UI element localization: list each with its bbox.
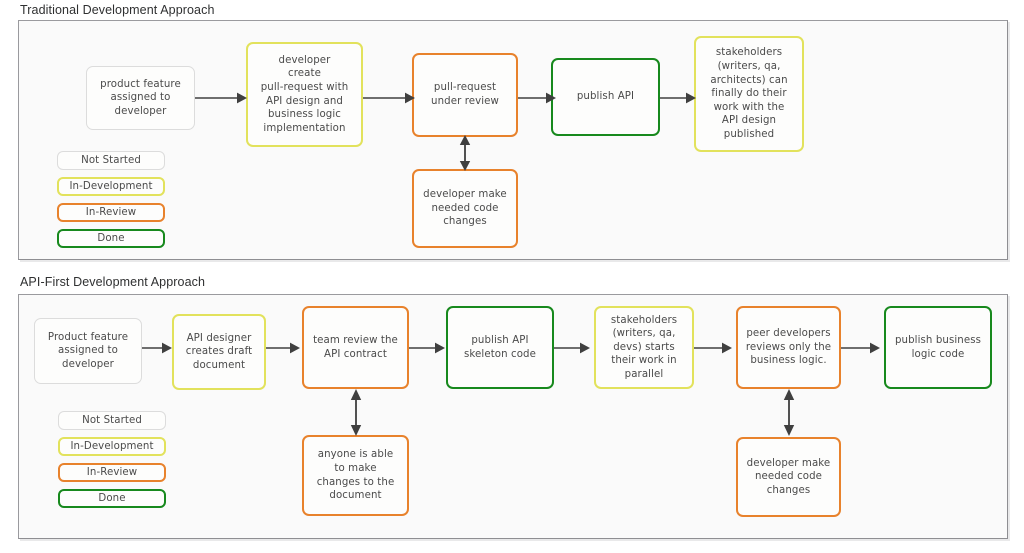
node-developer-create-pull-request[interactable]: developer create pull-request with API d… — [246, 42, 363, 147]
node-label: developer make needed code changes — [423, 189, 507, 228]
section-title-traditional: Traditional Development Approach — [20, 3, 215, 17]
node-developer-make-code-changes[interactable]: developer make needed code changes — [412, 169, 518, 248]
node-label: pull-request under review — [431, 82, 499, 107]
legend-item-label: Done — [97, 233, 125, 244]
node-pull-request-under-review[interactable]: pull-request under review — [412, 53, 518, 137]
section-api-first-development: API-First Development Approach Product f… — [0, 272, 1024, 553]
node-api-designer-creates-draft[interactable]: API designer creates draft document — [172, 314, 266, 390]
legend-item-label: Not Started — [81, 155, 141, 166]
node-label: stakeholders (writers, qa, devs) starts … — [610, 314, 678, 380]
node-label: stakeholders (writers, qa, architects) c… — [710, 47, 788, 140]
node-label: developer create pull-request with API d… — [260, 54, 349, 134]
legend-item-in-development: In-Development — [58, 437, 166, 456]
legend-traditional: Not Started In-Development In-Review Don… — [57, 151, 165, 248]
legend-item-not-started: Not Started — [57, 151, 165, 170]
legend-item-label: In-Development — [70, 441, 154, 452]
node-anyone-change-document[interactable]: anyone is able to make changes to the do… — [302, 435, 409, 516]
node-publish-business-logic-code[interactable]: publish business logic code — [884, 306, 992, 389]
node-label: API designer creates draft document — [185, 332, 253, 371]
legend-item-label: In-Review — [85, 207, 137, 218]
node-label: publish API — [576, 91, 635, 103]
legend-item-label: In-Review — [86, 467, 138, 478]
node-label: peer developers reviews only the busines… — [745, 328, 832, 367]
node-stakeholders-parallel-work[interactable]: stakeholders (writers, qa, devs) starts … — [594, 306, 694, 389]
node-stakeholders-api-design-published[interactable]: stakeholders (writers, qa, architects) c… — [694, 36, 804, 152]
legend-item-label: Done — [98, 493, 126, 504]
section-traditional-development: Traditional Development Approach product… — [0, 0, 1024, 272]
node-product-feature-assigned[interactable]: product feature assigned to developer — [86, 66, 195, 130]
legend-item-in-development: In-Development — [57, 177, 165, 196]
node-label: publish API skeleton code — [463, 334, 536, 360]
legend-item-in-review: In-Review — [58, 463, 166, 482]
node-developer-make-code-changes[interactable]: developer make needed code changes — [736, 437, 841, 517]
node-label: publish business logic code — [894, 334, 982, 360]
legend-item-label: In-Development — [69, 181, 153, 192]
legend-item-done: Done — [57, 229, 165, 248]
node-peer-developers-review-business-logic[interactable]: peer developers reviews only the busines… — [736, 306, 841, 389]
node-label: Product feature assigned to developer — [47, 331, 129, 370]
section-title-apifirst: API-First Development Approach — [20, 275, 206, 289]
node-product-feature-assigned[interactable]: Product feature assigned to developer — [34, 318, 142, 384]
node-label: team review the API contract — [313, 334, 398, 360]
legend-item-label: Not Started — [82, 415, 142, 426]
node-team-review-api-contract[interactable]: team review the API contract — [302, 306, 409, 389]
node-label: anyone is able to make changes to the do… — [316, 449, 395, 502]
node-publish-api-skeleton-code[interactable]: publish API skeleton code — [446, 306, 554, 389]
legend-apifirst: Not Started In-Development In-Review Don… — [58, 411, 166, 508]
legend-item-done: Done — [58, 489, 166, 508]
node-publish-api[interactable]: publish API — [551, 58, 660, 136]
node-label: product feature assigned to developer — [100, 78, 181, 117]
legend-item-in-review: In-Review — [57, 203, 165, 222]
legend-item-not-started: Not Started — [58, 411, 166, 430]
node-label: developer make needed code changes — [746, 457, 831, 496]
